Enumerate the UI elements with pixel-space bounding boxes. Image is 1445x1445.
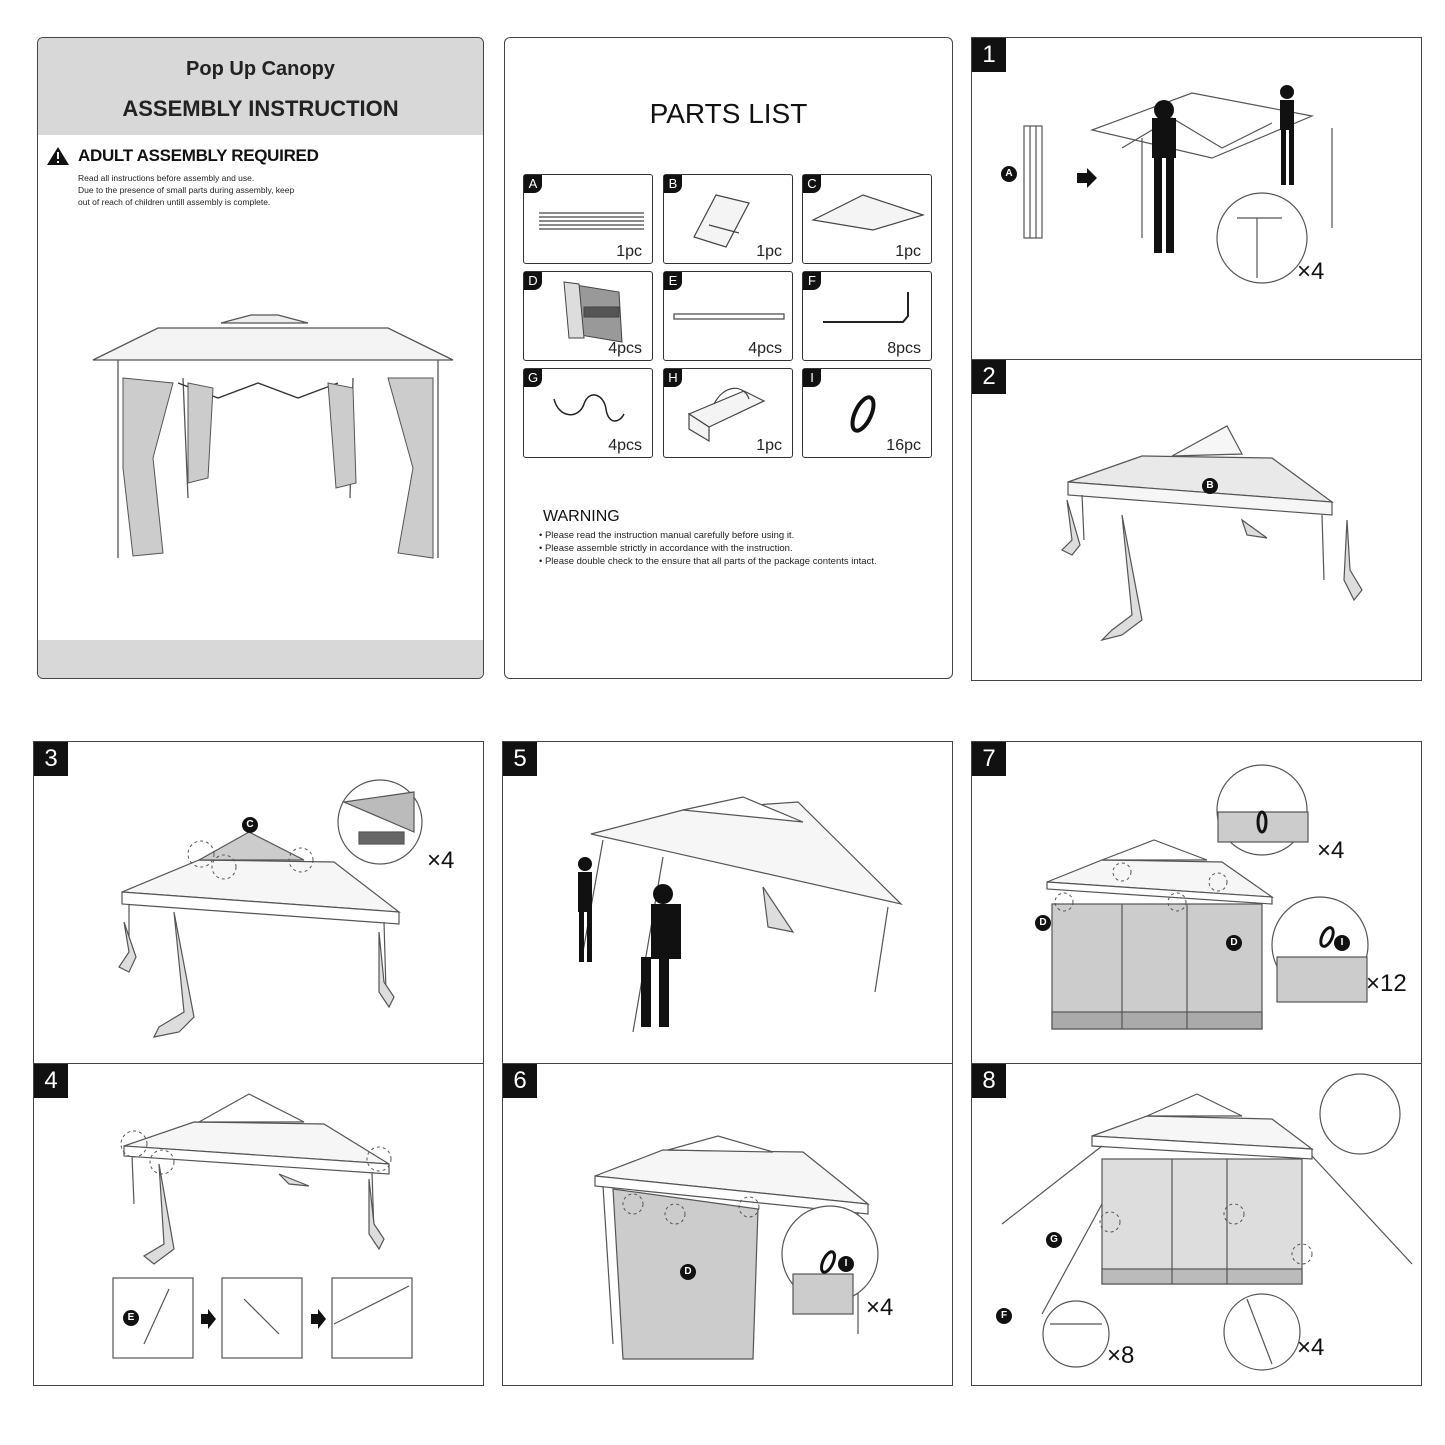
- part-qty: 1pc: [756, 243, 782, 260]
- part-qty: 16pc: [886, 437, 921, 454]
- adult-warning-row: ADULT ASSEMBLY REQUIRED: [46, 146, 319, 166]
- part-letter: E: [664, 272, 682, 290]
- cover-subtitle: ASSEMBLY INSTRUCTION: [122, 96, 399, 121]
- part-qty: 8pcs: [887, 340, 921, 357]
- warning-line: • Please read the instruction manual car…: [539, 530, 795, 541]
- warning-icon: [47, 147, 69, 165]
- multiplier-label: ×4: [1297, 258, 1325, 285]
- step-5-illustration: [578, 796, 903, 1033]
- part-qty: 4pcs: [608, 437, 642, 454]
- part-letter: I: [803, 369, 821, 387]
- part-b: B 1pc: [663, 174, 793, 264]
- adult-warning-line: Read all instructions before assembly an…: [78, 173, 255, 183]
- part-letter: D: [524, 272, 542, 290]
- step-7-illustration: [1046, 764, 1369, 1030]
- part-d: D 4pcs: [523, 271, 653, 361]
- step-1-illustration: [1023, 85, 1333, 284]
- canopy-illustration: [92, 314, 454, 559]
- step-number: 4: [34, 1064, 68, 1098]
- step-1-panel: 1 A ×4: [971, 37, 1422, 360]
- part-letter: H: [664, 369, 682, 387]
- part-f-badge: F: [996, 1308, 1012, 1324]
- step-7-panel: 7 D D I ×4 ×12: [971, 741, 1422, 1064]
- part-g: G 4pcs: [523, 368, 653, 458]
- cover-panel: Pop Up Canopy ASSEMBLY INSTRUCTION ADULT…: [37, 37, 484, 679]
- part-qty: 1pc: [895, 243, 921, 260]
- part-qty: 4pcs: [748, 340, 782, 357]
- cover-title: Pop Up Canopy: [186, 58, 335, 80]
- part-letter: A: [524, 175, 542, 193]
- step-8-panel: 8 G F ×8 ×4: [971, 1063, 1422, 1386]
- part-i: I 16pc: [802, 368, 932, 458]
- part-d-badge: D: [680, 1264, 696, 1280]
- multiplier-label: ×8: [1107, 1342, 1135, 1369]
- multiplier-label: ×12: [1366, 970, 1407, 997]
- step-3-illustration: [118, 779, 423, 1038]
- part-i-badge: I: [1334, 935, 1350, 951]
- part-c-badge: C: [242, 817, 258, 833]
- cover-footer: [38, 640, 483, 678]
- part-a: A 1pc: [523, 174, 653, 264]
- part-c: C 1pc: [802, 174, 932, 264]
- multiplier-label: ×4: [866, 1294, 894, 1321]
- part-letter: B: [664, 175, 682, 193]
- part-letter: C: [803, 175, 821, 193]
- part-h: H 1pc: [663, 368, 793, 458]
- part-letter: F: [803, 272, 821, 290]
- part-g-badge: G: [1046, 1232, 1062, 1248]
- part-b-badge: B: [1202, 478, 1218, 494]
- step-2-illustration: [1060, 425, 1363, 642]
- part-a-badge: A: [1001, 166, 1017, 182]
- step-number: 5: [503, 742, 537, 776]
- multiplier-label: ×4: [427, 847, 455, 874]
- adult-warning-title: ADULT ASSEMBLY REQUIRED: [78, 146, 319, 165]
- part-e: E 4pcs: [663, 271, 793, 361]
- step-3-panel: 3 C ×4: [33, 741, 484, 1064]
- cover-header: [38, 38, 483, 135]
- part-qty: 4pcs: [608, 340, 642, 357]
- step-number: 7: [972, 742, 1006, 776]
- parts-list-panel: PARTS LIST A 1pc B 1pc C 1pc D 4pcs E 4p…: [504, 37, 953, 679]
- step-5-panel: 5: [502, 741, 953, 1064]
- step-4-panel: 4 E: [33, 1063, 484, 1386]
- step-4-illustration: [112, 1093, 413, 1359]
- warning-line: • Please double check to the ensure that…: [539, 556, 877, 567]
- warning-line: • Please assemble strictly in accordance…: [539, 543, 793, 554]
- step-number: 3: [34, 742, 68, 776]
- step-8-illustration: [1001, 1073, 1413, 1371]
- part-d-badge: D: [1035, 915, 1051, 931]
- multiplier-label: ×4: [1297, 1334, 1325, 1361]
- step-2-panel: 2 B: [971, 359, 1422, 681]
- step-number: 1: [972, 38, 1006, 72]
- part-d-badge: D: [1226, 935, 1242, 951]
- part-letter: G: [524, 369, 542, 387]
- part-qty: 1pc: [756, 437, 782, 454]
- step-number: 6: [503, 1064, 537, 1098]
- step-number: 8: [972, 1064, 1006, 1098]
- adult-warning-line: out of reach of children untill assembly…: [78, 197, 271, 207]
- step-6-panel: 6 D I ×4: [502, 1063, 953, 1386]
- step-number: 2: [972, 360, 1006, 394]
- parts-list-title: PARTS LIST: [649, 98, 808, 129]
- part-e-badge: E: [123, 1310, 139, 1326]
- part-qty: 1pc: [616, 243, 642, 260]
- multiplier-label: ×4: [1317, 837, 1345, 864]
- part-i-badge: I: [838, 1256, 854, 1272]
- adult-warning-line: Due to the presence of small parts durin…: [78, 185, 295, 195]
- part-f: F 8pcs: [802, 271, 932, 361]
- step-6-illustration: [594, 1135, 879, 1360]
- warning-title: WARNING: [543, 508, 620, 525]
